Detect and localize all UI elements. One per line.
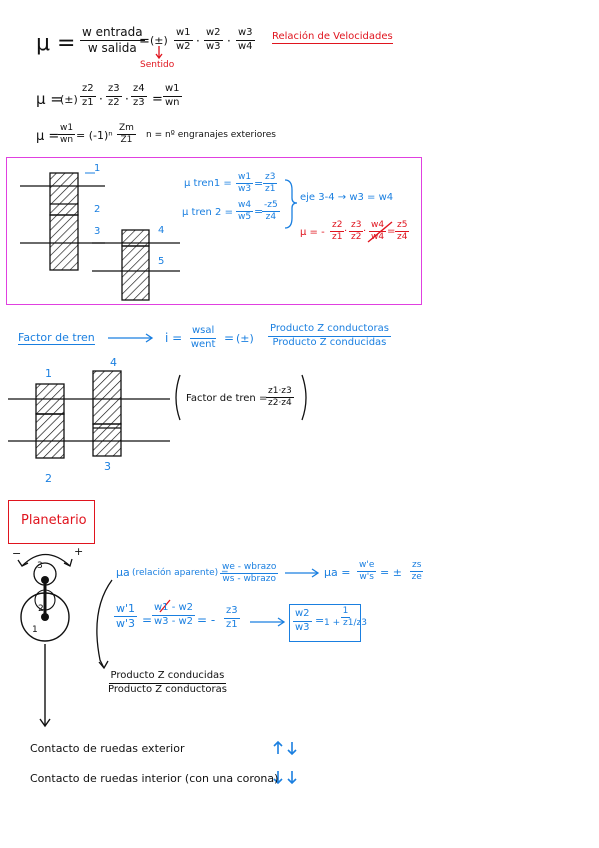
eq3-fraction-1: w1 wn — [58, 123, 76, 146]
contacto-exterior-text: Contacto de ruedas exterior — [30, 742, 185, 755]
planet-fraction-z: z3 z1 — [224, 605, 240, 630]
mu-a-result: μa = — [324, 566, 351, 579]
factor-de-tren-formula: Factor de tren = — [186, 393, 268, 404]
planetario-title: Planetario — [21, 513, 87, 528]
eje-note: eje 3-4 → w3 = w4 — [300, 192, 394, 203]
tren2-fraction-w: w4 w5 — [236, 200, 254, 223]
tren1-fraction-z: z3 z1 — [263, 172, 278, 195]
brace-box1 — [284, 179, 298, 229]
ua-result-fraction-w: w'e w's — [357, 560, 377, 583]
factor-de-tren-fraction: z1·z3 z2·z4 — [266, 386, 294, 409]
planet-fraction-w-prime: w'1 w'3 — [114, 602, 138, 630]
gear-label-4b: 4 — [110, 356, 117, 369]
gear-label-1b: 1 — [45, 367, 52, 380]
eq3-mu: μ = — [36, 129, 60, 144]
i-fraction-w: wsal went — [190, 325, 217, 350]
gear-label-2: 2 — [94, 204, 101, 215]
eq1-fraction-3: w3 w4 — [236, 27, 255, 52]
mu-result: μ = - — [300, 227, 325, 238]
relacion-aparente: (relación aparente) = — [132, 568, 229, 578]
eq2-fraction-1: z2 z1 — [80, 83, 96, 108]
factor-de-tren-label: Factor de tren — [18, 331, 95, 345]
plus-sign: + — [74, 545, 84, 558]
ua-fraction: we - wbrazo ws - wbrazo — [220, 562, 279, 585]
minus-sign: − — [12, 547, 22, 560]
planet-label-1: 1 — [32, 625, 38, 635]
i-symbol: i = — [165, 331, 183, 345]
eq2-fraction-4: w1 wn — [163, 83, 182, 108]
eq2-mu: μ = — [36, 90, 63, 108]
result-box-fraction-z: 1 1 + z1/z3 — [324, 606, 367, 629]
eq3-fraction-2: Zm Z1 — [117, 123, 136, 146]
mu-tren2: μ tren 2 = — [182, 207, 233, 218]
mu-tren1: μ tren1 = — [184, 178, 232, 189]
gear-label-1: 1 — [94, 163, 101, 174]
eq2-fraction-2: z3 z2 — [106, 83, 122, 108]
planet-result-box — [289, 604, 361, 642]
result-fraction-2: z3 z2 — [349, 220, 364, 243]
exterior-contact-arrows — [273, 740, 297, 756]
gear-label-5: 5 — [158, 256, 165, 267]
mu-symbol: μ = — [36, 31, 76, 56]
gear-label-3: 3 — [94, 226, 101, 237]
result-fraction-4: z5 z4 — [395, 220, 410, 243]
int-arrows-text: ↓↓ — [300, 775, 315, 784]
planet-label-3: 3 — [37, 561, 43, 571]
result-fraction-3: w4 w4 — [369, 220, 387, 243]
planetary-gear-diagram — [17, 553, 73, 728]
contacto-interior-text: Contacto de ruedas interior (con una cor… — [30, 772, 279, 785]
gear-label-3b: 3 — [104, 460, 111, 473]
eq2-fraction-3: z4 z3 — [131, 83, 147, 108]
producto-fraction: Producto Z conducidas Producto Z conduct… — [108, 670, 227, 695]
gear-label-2b: 2 — [45, 472, 52, 485]
plus-minus-sign: (±) — [150, 34, 168, 47]
planet-label-2: 2 — [38, 604, 44, 614]
tren1-fraction-w: w1 w3 — [236, 172, 254, 195]
title-relacion-velocidades: Relación de Velocidades — [272, 31, 393, 44]
gear-label-4: 4 — [158, 225, 165, 236]
planetario-title-box — [8, 500, 95, 544]
result-box-fraction-w: w2 w3 — [293, 608, 312, 633]
eq1-fraction-2: w2 w3 — [204, 27, 223, 52]
tren2-fraction-z: -z5 z4 — [262, 200, 280, 223]
gear-train-diagram-1 — [20, 172, 180, 301]
sentido-label: Sentido — [140, 60, 175, 70]
gear-train-diagram-2 — [8, 370, 170, 459]
ua-result-fraction-z: zs ze — [410, 560, 424, 583]
eq1-fraction-main: w entrada w salida — [80, 25, 145, 55]
eq1-fraction-1: w1 w2 — [174, 27, 193, 52]
i-fraction-producto: Producto Z conductoras Producto Z conduc… — [268, 323, 391, 348]
ext-arrows-text: ↑↓ — [300, 745, 315, 754]
interior-contact-arrows — [273, 771, 297, 785]
eq3-note: n = nº engranajes exteriores — [146, 130, 276, 140]
planet-fraction-w-diff: w1 - w2 w3 - w2 — [152, 602, 196, 627]
result-fraction-1: z2 z1 — [330, 220, 345, 243]
gear-train-box — [6, 157, 422, 305]
mu-a-symbol: μa — [116, 566, 130, 579]
